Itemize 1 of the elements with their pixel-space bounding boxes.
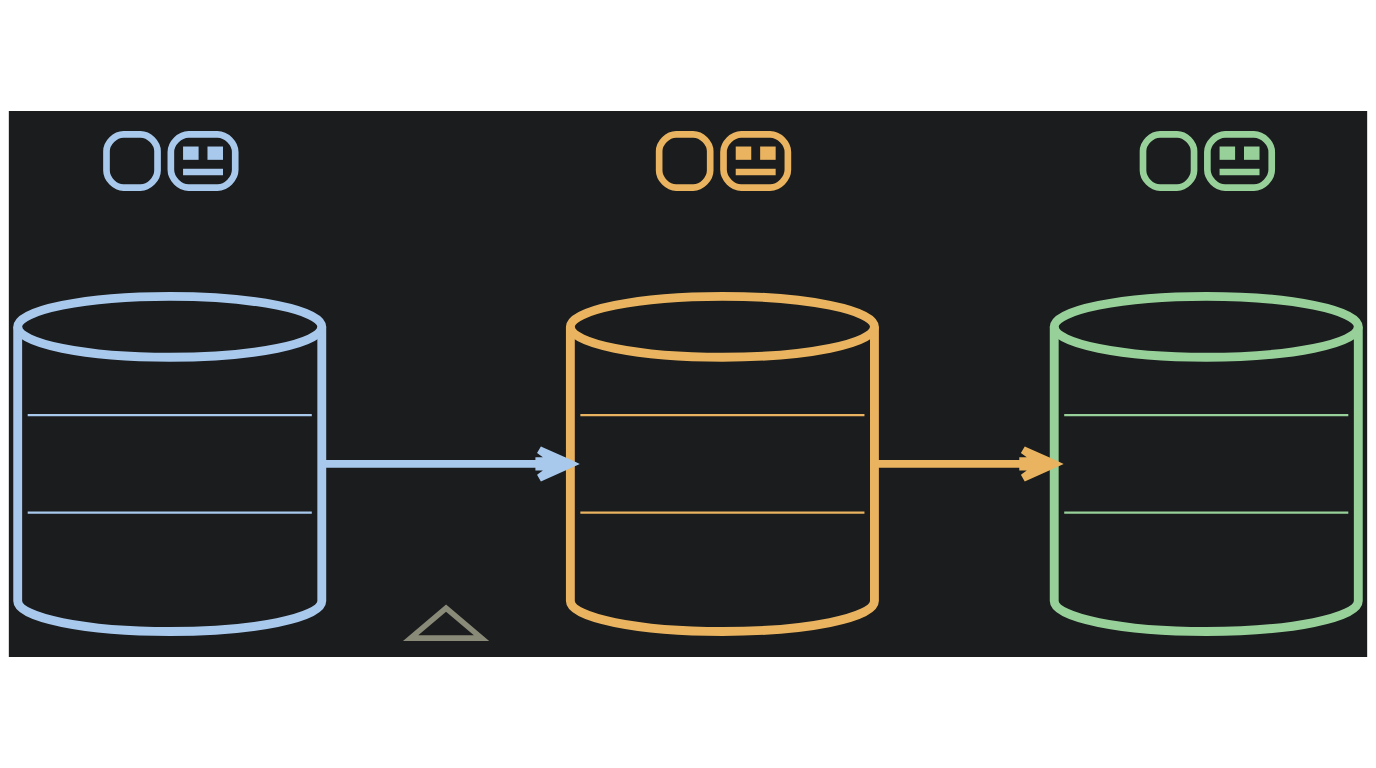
node-chevron bbox=[402, 604, 490, 641]
